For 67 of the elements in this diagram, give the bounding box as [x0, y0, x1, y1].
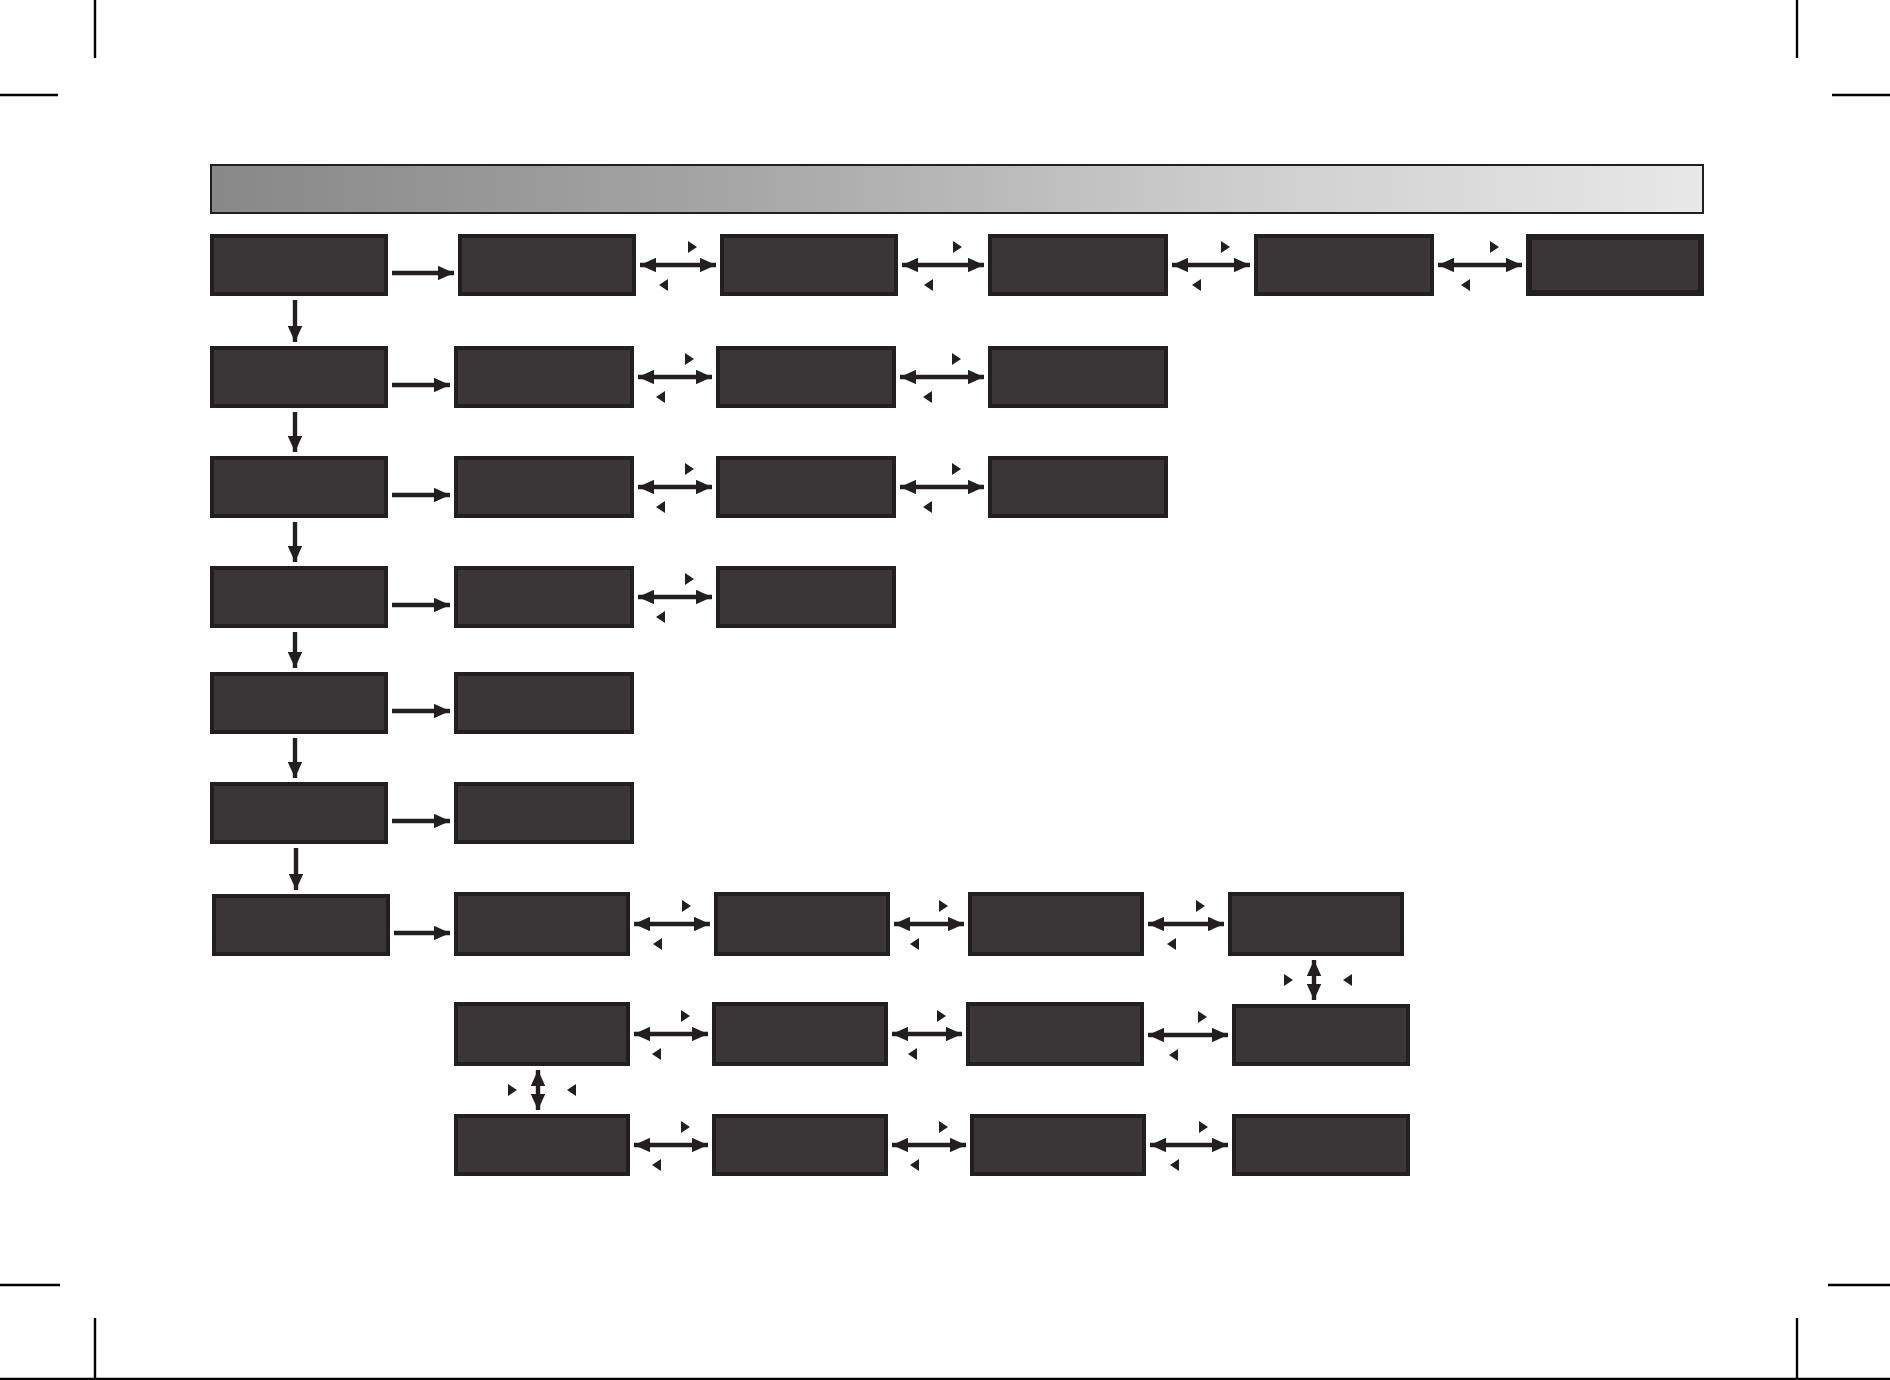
display-box — [458, 234, 636, 296]
display-box — [712, 1114, 888, 1176]
display-box — [454, 346, 634, 408]
display-box — [210, 672, 388, 734]
arrow — [288, 848, 304, 890]
arrow — [287, 412, 303, 452]
double-arrow — [892, 1137, 966, 1153]
double-arrow — [900, 369, 984, 385]
display-box — [454, 892, 630, 956]
display-box — [1254, 234, 1434, 296]
display-box — [712, 1002, 888, 1066]
arrow — [392, 703, 450, 719]
display-box — [716, 346, 896, 408]
display-box — [454, 782, 634, 844]
double-arrow — [634, 916, 710, 932]
double-arrow — [892, 1026, 962, 1042]
double-arrow — [1148, 1027, 1228, 1043]
display-box — [968, 892, 1144, 956]
display-box — [714, 892, 890, 956]
arrow — [392, 813, 450, 829]
arrow — [392, 265, 454, 281]
arrow — [287, 522, 303, 562]
display-box — [454, 456, 634, 518]
display-box — [212, 894, 390, 956]
arrow — [392, 487, 450, 503]
double-arrow — [530, 1070, 546, 1110]
display-box — [454, 1002, 630, 1066]
double-arrow — [1172, 257, 1250, 273]
double-arrow — [902, 257, 984, 273]
display-box — [454, 566, 634, 628]
display-box — [966, 1002, 1144, 1066]
double-arrow — [894, 916, 964, 932]
display-box — [210, 234, 388, 296]
display-box — [716, 456, 896, 518]
arrow — [287, 632, 303, 668]
double-arrow — [640, 257, 716, 273]
display-box — [1228, 892, 1404, 956]
display-box — [988, 456, 1168, 518]
arrow — [287, 300, 303, 342]
double-arrow — [900, 479, 984, 495]
display-box — [970, 1114, 1146, 1176]
double-arrow — [1148, 916, 1224, 932]
display-box — [716, 566, 896, 628]
display-box — [1526, 234, 1704, 296]
double-arrow — [634, 1137, 708, 1153]
display-box — [720, 234, 898, 296]
display-box — [1232, 1004, 1410, 1066]
double-arrow — [638, 589, 712, 605]
display-box — [210, 566, 388, 628]
display-box — [1232, 1114, 1410, 1176]
double-arrow — [638, 479, 712, 495]
double-arrow — [1306, 960, 1322, 1000]
display-box — [988, 346, 1168, 408]
double-arrow — [1150, 1137, 1228, 1153]
arrow — [392, 377, 450, 393]
display-box — [210, 456, 388, 518]
arrow — [287, 738, 303, 778]
double-arrow — [638, 369, 712, 385]
display-box — [210, 346, 388, 408]
display-box — [454, 672, 634, 734]
arrow — [392, 597, 450, 613]
display-box — [988, 234, 1168, 296]
double-arrow — [634, 1026, 708, 1042]
display-box — [454, 1114, 630, 1176]
display-box — [210, 782, 388, 844]
arrow — [394, 925, 450, 941]
double-arrow — [1438, 257, 1522, 273]
